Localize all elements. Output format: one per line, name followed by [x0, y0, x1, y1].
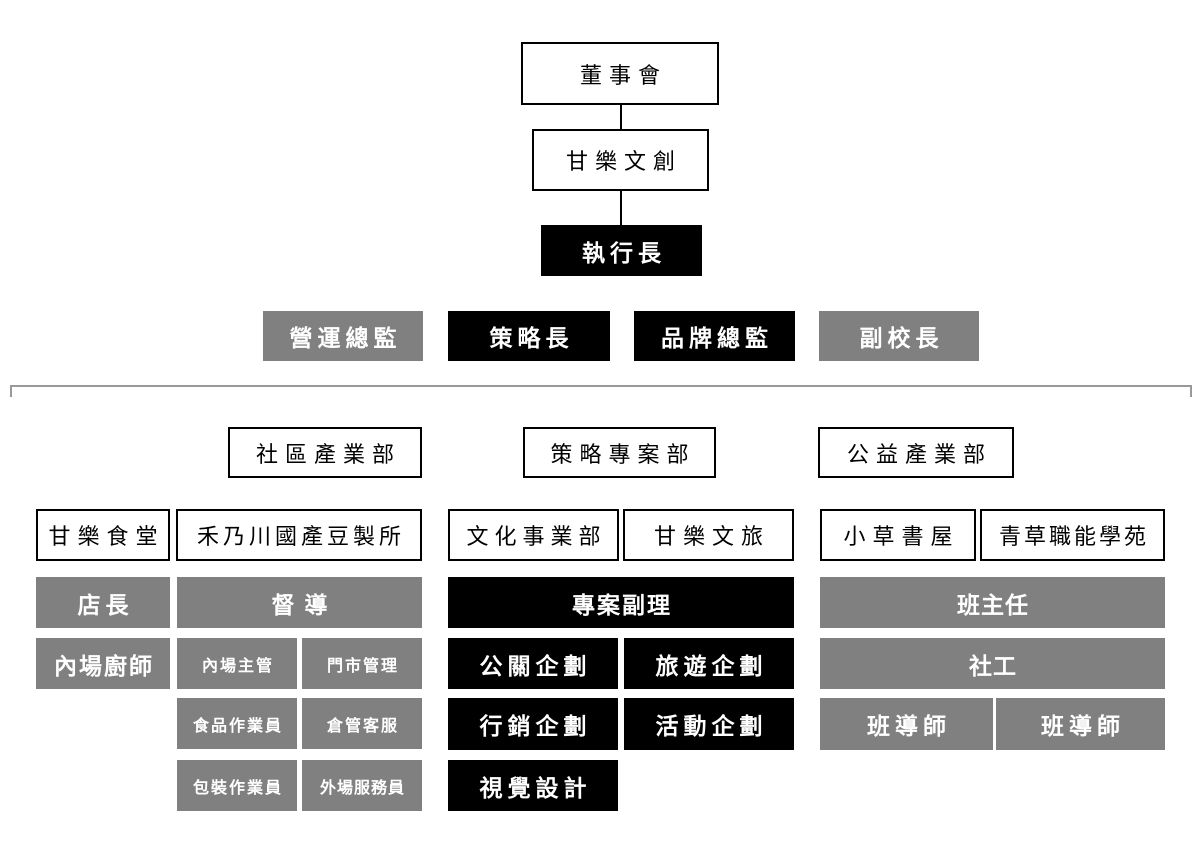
connector-company-ceo [620, 190, 622, 226]
dept-strategy: 策略專案部 [523, 427, 716, 478]
role-store-manager: 店長 [36, 577, 170, 628]
role-tutor-2: 班導師 [996, 698, 1165, 750]
role-tutor-1: 班導師 [820, 698, 993, 750]
unit-ganle-canteen: 甘樂食堂 [36, 509, 170, 561]
bracket-right-tick [1190, 385, 1192, 397]
role-warehouse-cs: 倉管客服 [302, 698, 422, 749]
role-packing-worker: 包裝作業員 [177, 760, 297, 811]
exec-operations-director: 營運總監 [263, 311, 423, 361]
dept-community: 社區產業部 [228, 427, 422, 478]
role-event-planning: 活動企劃 [624, 698, 794, 750]
unit-vocational-academy: 青草職能學苑 [980, 509, 1165, 561]
bracket-top-line [10, 385, 1192, 387]
role-visual-design: 視覺設計 [448, 760, 618, 811]
unit-ganle-travel: 甘樂文旅 [623, 509, 794, 561]
role-food-worker: 食品作業員 [177, 698, 297, 749]
role-floor-staff: 外場服務員 [302, 760, 422, 811]
role-kitchen-chef: 內場廚師 [36, 638, 170, 689]
board-box: 董事會 [521, 42, 719, 105]
role-head-teacher: 班主任 [820, 577, 1165, 628]
role-pr-planning: 公關企劃 [448, 638, 618, 689]
unit-soybean-factory: 禾乃川國產豆製所 [176, 509, 422, 561]
exec-chief-strategy: 策略長 [448, 311, 610, 361]
role-store-management: 門市管理 [302, 638, 422, 689]
connector-board-company [620, 104, 622, 130]
role-kitchen-head: 內場主管 [177, 638, 297, 689]
exec-brand-director: 品牌總監 [634, 311, 795, 361]
company-box: 甘樂文創 [532, 129, 709, 191]
unit-grass-bookhouse: 小草書屋 [820, 509, 976, 561]
bracket-left-tick [10, 385, 12, 397]
role-project-deputy: 專案副理 [448, 577, 794, 628]
dept-charity: 公益產業部 [818, 427, 1014, 478]
unit-culture-business: 文化事業部 [448, 509, 619, 561]
role-supervisor: 督導 [177, 577, 422, 628]
ceo-box: 執行長 [541, 225, 702, 276]
role-travel-planning: 旅遊企劃 [624, 638, 794, 689]
role-social-worker: 社工 [820, 638, 1165, 689]
exec-vice-principal: 副校長 [819, 311, 979, 361]
role-marketing-planning: 行銷企劃 [448, 698, 618, 750]
